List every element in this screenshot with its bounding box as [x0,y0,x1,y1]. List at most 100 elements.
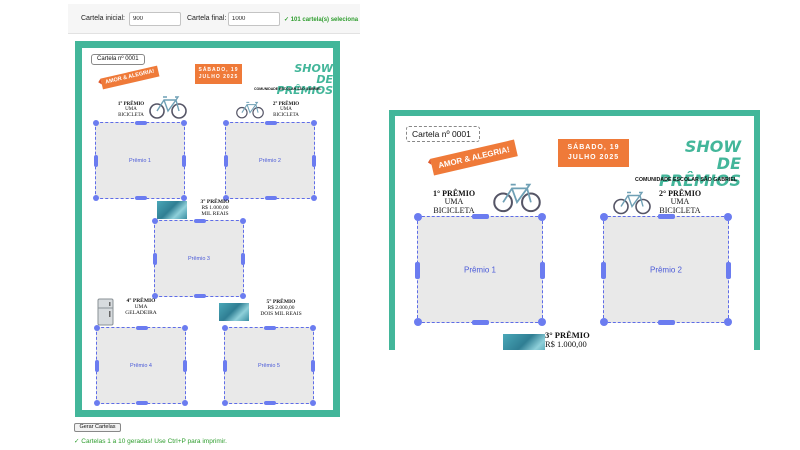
resize-handle[interactable] [264,326,276,330]
resize-handle[interactable] [194,219,206,223]
resize-handle[interactable] [222,400,228,406]
prize-desc: GELADEIRA [125,309,157,316]
prize-label-5: 5° PRÊMIO R$ 2.000,00 DOIS MIL REAIS [250,299,312,317]
resize-handle[interactable] [658,320,675,325]
prize-slot-1[interactable]: Prêmio 1 [414,213,546,326]
prize-desc: BICICLETA [273,112,299,118]
resize-handle[interactable] [95,360,99,372]
community-name: COMUNIDADE ESCOLAR SÃO GABRIEL [254,87,322,91]
prize-desc: UMA [125,107,137,113]
prize-desc: MIL REAIS [201,210,229,217]
prize-label-2: 2° PRÊMIO UMA BICICLETA [649,189,711,215]
resize-handle[interactable] [153,253,157,265]
resize-handle[interactable] [223,120,229,126]
resize-handle[interactable] [414,318,422,326]
resize-handle[interactable] [600,213,608,221]
resize-handle[interactable] [222,325,228,331]
slot-label: Prêmio 1 [128,157,151,164]
resize-handle[interactable] [152,293,158,299]
resize-handle[interactable] [194,294,206,298]
show-title: SHOW DE PRÊMIOS [257,63,333,96]
prize-slot-5[interactable]: Prêmio 5 [222,325,316,406]
resize-handle[interactable] [311,195,317,201]
resize-handle[interactable] [600,318,608,326]
resize-handle[interactable] [472,320,489,325]
prize-slot-4[interactable]: Prêmio 4 [94,325,188,406]
resize-handle[interactable] [724,213,732,221]
start-input[interactable] [129,12,181,26]
bingo-card-zoomed: Cartela nº 0001 AMOR & ALEGRIA! SÁBADO, … [389,110,760,350]
resize-handle[interactable] [265,121,277,125]
resize-handle[interactable] [310,325,316,331]
resize-handle[interactable] [658,214,675,219]
slot-label: Prêmio 5 [257,362,280,369]
end-input[interactable] [228,12,280,26]
prize-rank: 3° PRÊMIO [200,199,230,205]
resize-handle[interactable] [94,155,98,167]
end-label: Cartela final: [187,15,227,22]
resize-handle[interactable] [181,120,187,126]
resize-handle[interactable] [135,196,147,200]
prize-rank: 3° PRÊMIO [545,330,590,340]
resize-handle[interactable] [726,262,731,279]
slot-label: Prêmio 2 [649,265,682,274]
slot-label: Prêmio 3 [187,255,210,262]
resize-handle[interactable] [240,218,246,224]
community-name: COMUNIDADE ESCOLAR SÃO GABRIEL [635,177,738,183]
prize-slot-3[interactable]: Prêmio 3 [152,218,246,299]
prize-label-2: 2° PRÊMIO UMA BICICLETA [264,102,308,118]
show-line-1: SHOW [294,62,333,75]
resize-handle[interactable] [311,360,315,372]
date-line-2: JULHO 2025 [198,74,239,80]
resize-handle[interactable] [240,293,246,299]
resize-handle[interactable] [94,325,100,331]
resize-handle[interactable] [310,400,316,406]
money-icon [219,303,249,321]
resize-handle[interactable] [136,401,148,405]
resize-handle[interactable] [241,253,245,265]
resize-handle[interactable] [472,214,489,219]
ribbon-banner: AMOR & ALEGRIA! [100,65,160,90]
slot-label: Prêmio 2 [258,157,281,164]
prize-desc: BICICLETA [118,112,144,118]
resize-handle[interactable] [182,155,186,167]
prize-desc: UMA [134,303,148,310]
event-date: SÁBADO, 19 JULHO 2025 [558,139,629,167]
prize-slot-2[interactable]: Prêmio 2 [223,120,317,201]
money-icon [503,334,545,350]
resize-handle[interactable] [540,262,545,279]
ribbon-banner: AMOR & ALEGRIA! [430,139,518,176]
resize-handle[interactable] [538,318,546,326]
resize-handle[interactable] [224,155,228,167]
resize-handle[interactable] [312,155,316,167]
resize-handle[interactable] [181,195,187,201]
resize-handle[interactable] [93,195,99,201]
prize-slot-2[interactable]: Prêmio 2 [600,213,732,326]
resize-handle[interactable] [538,213,546,221]
resize-handle[interactable] [136,326,148,330]
resize-handle[interactable] [264,401,276,405]
bicycle-icon [613,191,651,215]
bicycle-icon [149,96,187,119]
resize-handle[interactable] [94,400,100,406]
prize-label-3: 3° PRÊMIO R$ 1.000,00 MIL REAIS [545,331,611,350]
resize-handle[interactable] [311,120,317,126]
resize-handle[interactable] [223,195,229,201]
prize-label-4: 4° PRÊMIO UMA GELADEIRA [118,298,164,316]
resize-handle[interactable] [415,262,420,279]
resize-handle[interactable] [93,120,99,126]
resize-handle[interactable] [414,213,422,221]
resize-handle[interactable] [182,325,188,331]
resize-handle[interactable] [601,262,606,279]
prize-slot-1[interactable]: Prêmio 1 [93,120,187,201]
resize-handle[interactable] [182,400,188,406]
date-line-2: JULHO 2025 [567,154,620,161]
resize-handle[interactable] [183,360,187,372]
resize-handle[interactable] [724,318,732,326]
resize-handle[interactable] [223,360,227,372]
resize-handle[interactable] [265,196,277,200]
resize-handle[interactable] [135,121,147,125]
generate-cards-button[interactable]: Gerar Cartelas [74,423,121,432]
slot-label: Prêmio 4 [129,362,152,369]
resize-handle[interactable] [152,218,158,224]
